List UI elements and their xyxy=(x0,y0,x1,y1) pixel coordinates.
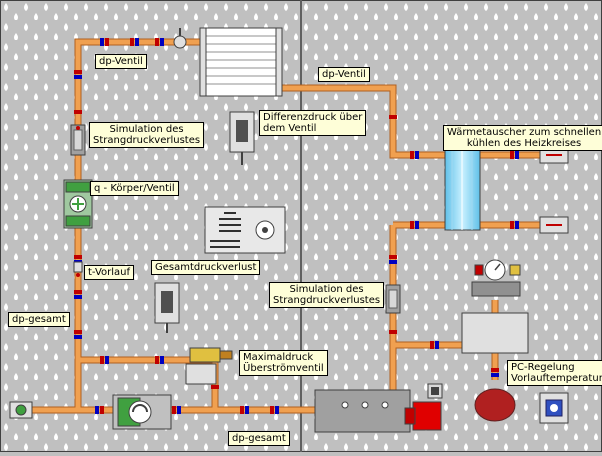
buffer-tank[interactable] xyxy=(461,312,529,354)
check-valve[interactable] xyxy=(9,401,33,419)
circulation-pump[interactable] xyxy=(112,394,172,430)
label-differenzdruck: Differenzdruck über dem Ventil xyxy=(259,110,367,136)
label-line: Wärmetauscher zum schnellen xyxy=(447,127,602,138)
differential-pressure-sensor[interactable] xyxy=(229,111,255,165)
label-waermetauscher: Wärmetauscher zum schnellen kühlen des H… xyxy=(443,125,602,151)
label-dp-ventil-left: dp-Ventil xyxy=(95,54,147,69)
strang-simulation-valve-left[interactable] xyxy=(70,124,86,156)
label-line: Strangdruckverlustes xyxy=(273,295,381,306)
label-q-koerper-ventil: q - Körper/Ventil xyxy=(90,181,179,196)
label-dp-gesamt-bottom: dp-gesamt xyxy=(228,431,290,446)
label-dp-gesamt-left: dp-gesamt xyxy=(8,312,70,327)
label-maximaldruck: Maximaldruck Überströmventil xyxy=(239,350,328,376)
label-gesamtdruckverlust: Gesamtdruckverlust xyxy=(151,260,261,275)
manifold[interactable] xyxy=(471,281,521,297)
radiator[interactable] xyxy=(199,27,283,97)
label-dp-ventil-right: dp-Ventil xyxy=(318,67,370,82)
radiator-valve[interactable] xyxy=(173,28,187,49)
label-t-vorlauf: t-Vorlauf xyxy=(84,265,135,280)
label-line: Maximaldruck xyxy=(243,352,314,363)
total-pressure-sensor[interactable] xyxy=(154,282,180,333)
label-line: Simulation des xyxy=(109,124,184,135)
label-line: Differenzdruck über xyxy=(263,112,363,123)
label-line: PC-Regelung xyxy=(511,362,575,373)
heat-exchanger[interactable] xyxy=(444,149,481,231)
overflow-valve[interactable] xyxy=(185,347,233,385)
flow-meter[interactable] xyxy=(63,179,93,229)
label-line: Vorlauftemperatur xyxy=(511,373,602,384)
label-line: kühlen des Heizkreises xyxy=(466,138,582,149)
expansion-vessel[interactable] xyxy=(474,388,516,422)
label-line: Strangdruckverlustes xyxy=(93,135,201,146)
pc-control-box[interactable] xyxy=(539,392,569,424)
label-line: Simulation des xyxy=(289,284,364,295)
label-line: dem Ventil xyxy=(263,123,317,134)
label-line: Überströmventil xyxy=(243,363,324,374)
strang-simulation-valve-right[interactable] xyxy=(385,284,401,314)
electric-heater[interactable] xyxy=(404,401,442,431)
pressure-gauge[interactable] xyxy=(484,259,506,281)
safety-valve[interactable] xyxy=(474,264,521,276)
label-pc-regelung: PC-Regelung Vorlauftemperatur xyxy=(507,360,602,386)
heater-control[interactable] xyxy=(427,383,443,399)
exchanger-valve-bottom[interactable] xyxy=(539,216,569,234)
label-strang-simulation-left: Simulation des Strangdruckverlustes xyxy=(89,122,205,148)
temperature-sensor[interactable] xyxy=(73,261,83,277)
data-logger[interactable] xyxy=(204,206,286,254)
label-strang-simulation-right: Simulation des Strangdruckverlustes xyxy=(269,282,385,308)
boiler-tank[interactable] xyxy=(314,389,411,433)
